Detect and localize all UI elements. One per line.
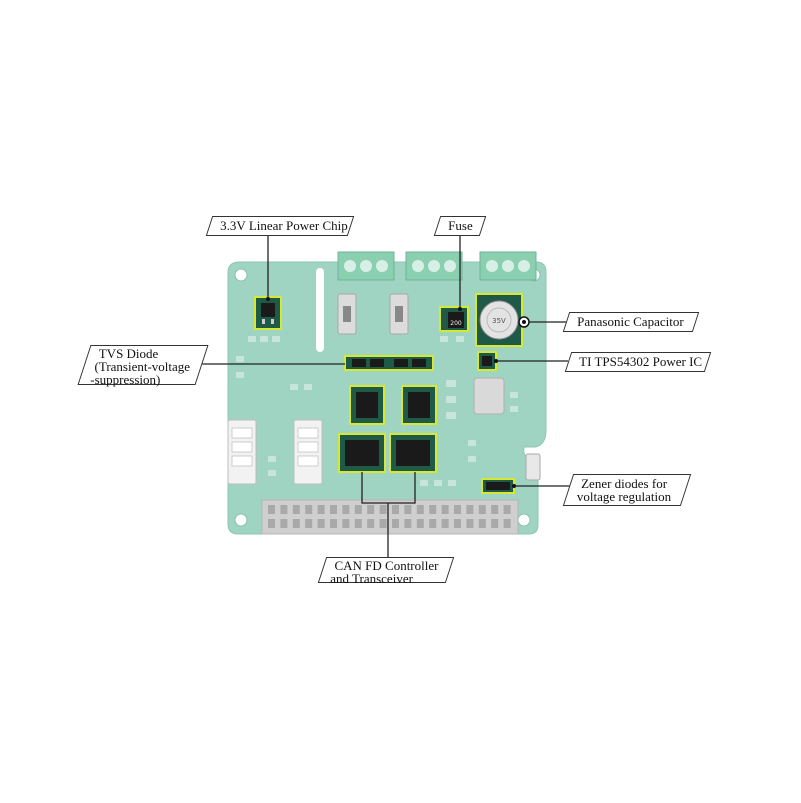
gpio-pin xyxy=(441,519,449,528)
smd-components xyxy=(236,336,518,486)
mount-hole-bl xyxy=(234,513,248,527)
fuse-marking: 200 xyxy=(450,320,462,327)
mount-hole-br xyxy=(517,513,531,527)
gpio-pin xyxy=(268,505,275,514)
side-button xyxy=(525,453,541,481)
gpio-pin xyxy=(466,519,474,528)
gpio-pin xyxy=(478,505,486,514)
gpio-pin xyxy=(342,505,350,514)
can-fd-chip-top-right xyxy=(408,392,430,418)
label-linear-power-chip: 3.3V Linear Power Chip xyxy=(205,216,355,236)
gpio-pin xyxy=(330,519,337,528)
terminal-block-middle xyxy=(405,251,463,281)
label-ti-power-ic: TI TPS54302 Power IC xyxy=(564,352,712,372)
gpio-pin xyxy=(342,519,350,528)
gpio-pin xyxy=(429,505,437,514)
gpio-pin xyxy=(503,505,511,514)
terminal-block-right xyxy=(479,251,537,281)
gpio-pin xyxy=(305,505,313,514)
jst-connector-right xyxy=(293,419,323,485)
gpio-pin xyxy=(429,519,437,528)
gpio-pin xyxy=(268,519,275,528)
label-tvs-diode: TVS Diode (Transient-voltage -suppressio… xyxy=(77,345,209,387)
gpio-pin xyxy=(280,505,288,514)
tvs-diode-highlight xyxy=(344,355,434,371)
label-panasonic-capacitor: Panasonic Capacitor xyxy=(562,312,700,332)
gpio-pin xyxy=(392,505,399,514)
leader-lines xyxy=(200,235,570,558)
gpio-pin xyxy=(491,519,499,528)
gpio-pin xyxy=(416,519,424,528)
board-slot xyxy=(316,268,324,352)
gpio-pin xyxy=(292,519,300,528)
can-fd-chip-bottom-left xyxy=(345,440,379,466)
can-fd-chip-top-left xyxy=(356,392,378,418)
gpio-pin xyxy=(404,505,412,514)
jst-connector-left xyxy=(227,419,257,485)
gpio-pin xyxy=(478,519,486,528)
gpio-header xyxy=(261,499,519,535)
gpio-pin xyxy=(354,505,362,514)
gpio-pin xyxy=(317,519,325,528)
can-fd-chip-bottom-right xyxy=(396,440,430,466)
label-zener-diodes: Zener diodes for voltage regulation xyxy=(562,474,692,506)
gpio-pin xyxy=(379,519,387,528)
gpio-pin xyxy=(416,505,424,514)
gpio-pin xyxy=(317,505,325,514)
label-can-fd: CAN FD Controller and Transceiver xyxy=(317,557,455,586)
ti-power-ic xyxy=(482,356,492,366)
linear-power-chip xyxy=(261,303,275,317)
gpio-pin xyxy=(454,505,461,514)
zener-diode xyxy=(486,482,510,490)
tvs-diodes xyxy=(352,359,426,367)
leader-markers xyxy=(198,297,530,488)
gpio-pin xyxy=(354,519,362,528)
inductor xyxy=(473,377,505,415)
fuse-component xyxy=(448,312,464,328)
gpio-pin xyxy=(392,519,399,528)
capacitor-marking: 35V xyxy=(492,317,506,325)
gpio-pin xyxy=(441,505,449,514)
gpio-pin xyxy=(491,505,499,514)
label-fuse: Fuse xyxy=(433,216,487,236)
gpio-pin xyxy=(503,519,511,528)
terminal-block-left xyxy=(337,251,395,281)
gpio-pin xyxy=(280,519,288,528)
gpio-pin xyxy=(454,519,461,528)
gpio-pin xyxy=(404,519,412,528)
gpio-pin xyxy=(367,505,375,514)
mount-hole-tl xyxy=(234,268,248,282)
gpio-pin xyxy=(330,505,337,514)
gpio-pin xyxy=(379,505,387,514)
panasonic-capacitor xyxy=(479,300,519,340)
gpio-pin xyxy=(292,505,300,514)
gpio-pin xyxy=(367,519,375,528)
gpio-pin xyxy=(305,519,313,528)
gpio-pin xyxy=(466,505,474,514)
